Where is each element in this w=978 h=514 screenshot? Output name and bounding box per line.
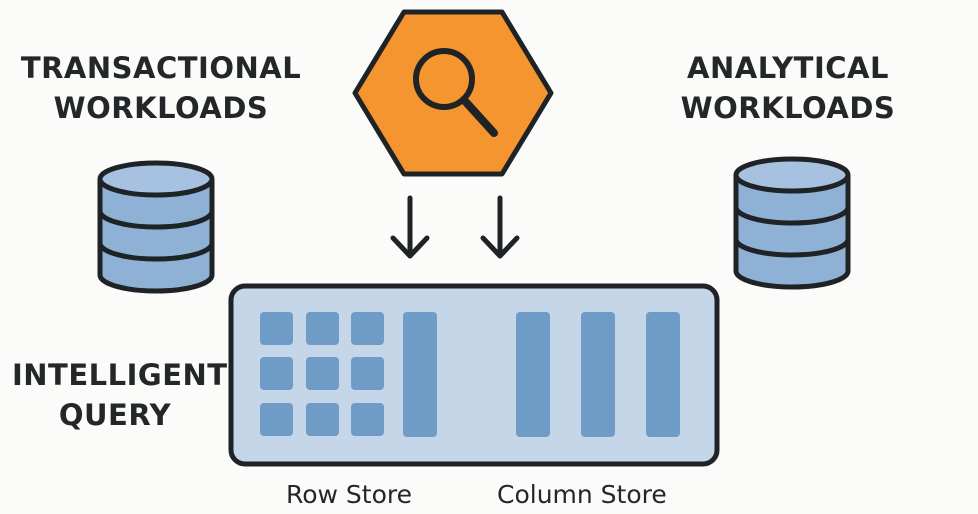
column-store-bar <box>516 312 550 437</box>
arrow-down-icon <box>390 195 430 259</box>
column-store-bar <box>581 312 615 437</box>
row-store-cell <box>260 312 293 345</box>
row-store-cell <box>260 403 293 436</box>
row-store-cell <box>351 403 384 436</box>
transactional-workloads-label: TRANSACTIONAL WORKLOADS <box>20 48 302 128</box>
storage-panel <box>228 283 720 467</box>
query-engine-hexagon <box>352 9 554 177</box>
analytical-label-line1: ANALYTICAL <box>687 51 889 85</box>
transactional-label-line1: TRANSACTIONAL <box>20 51 302 85</box>
arrow-down-icon <box>480 195 520 259</box>
search-icon <box>413 48 498 137</box>
column-store-bars <box>516 312 680 437</box>
column-store-label: Column Store <box>497 480 667 509</box>
row-store-cell <box>260 357 293 390</box>
analytical-workloads-label: ANALYTICAL WORKLOADS <box>664 48 912 128</box>
row-store-cell <box>351 312 384 345</box>
intelligent-query-label: INTELLIGENT QUERY <box>12 355 228 435</box>
row-store-cell <box>306 403 339 436</box>
intelligent-label-line1: INTELLIGENT <box>12 358 228 392</box>
row-store-cell <box>306 357 339 390</box>
intelligent-label-line2: QUERY <box>58 398 172 432</box>
column-store-bar <box>646 312 680 437</box>
row-store-label: Row Store <box>286 480 413 509</box>
row-store-grid <box>260 312 384 436</box>
database-icon <box>733 156 851 290</box>
transactional-label-line2: WORKLOADS <box>53 91 269 125</box>
row-store-cell <box>306 312 339 345</box>
database-icon <box>97 160 215 294</box>
row-store-column-bar <box>403 312 437 437</box>
analytical-label-line2: WORKLOADS <box>680 91 896 125</box>
row-store-cell <box>351 357 384 390</box>
